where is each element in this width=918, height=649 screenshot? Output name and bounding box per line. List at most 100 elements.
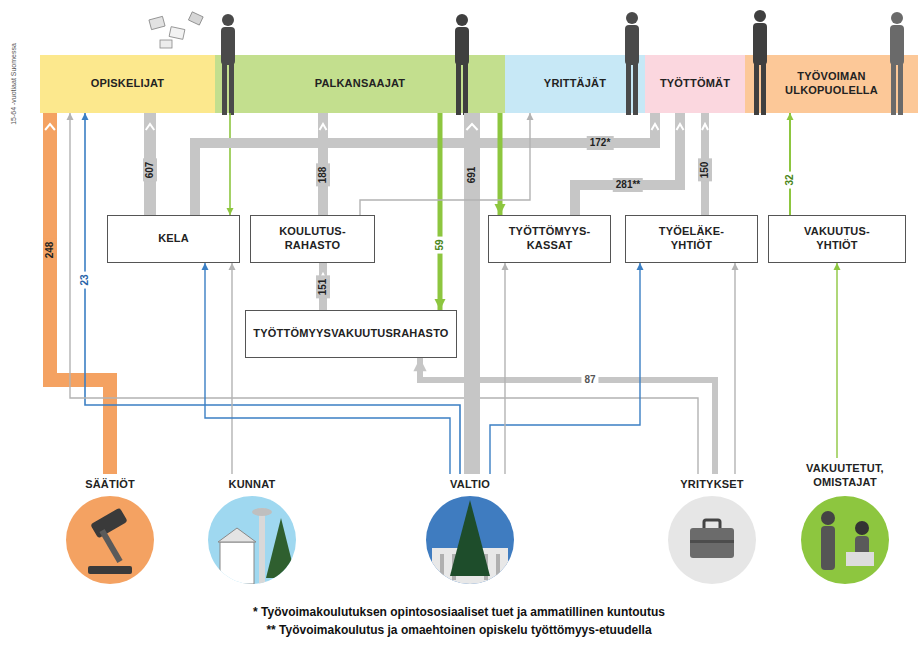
flow-chevron — [652, 124, 659, 130]
flow-value: 59 — [433, 236, 447, 253]
arrow-head — [834, 263, 841, 270]
arrow-head — [637, 263, 644, 270]
flow-line — [85, 113, 460, 474]
figure-leg — [754, 64, 759, 115]
paper — [149, 16, 165, 29]
person-figure — [890, 12, 904, 115]
figure-body — [890, 25, 904, 65]
node-label: YRITYKSET — [680, 478, 744, 492]
flow-chevron — [45, 124, 55, 130]
flow-line — [231, 263, 232, 474]
person-body — [821, 526, 835, 570]
flow-value: 248 — [43, 239, 57, 262]
flow-connector — [834, 263, 841, 458]
payer-node: KUNNAT — [192, 474, 312, 586]
flow-connector — [195, 113, 659, 215]
figure-leg — [463, 64, 468, 115]
flow-connector — [202, 263, 451, 474]
flow-connector — [435, 113, 446, 310]
flow-line — [360, 113, 530, 215]
arrow-head — [527, 113, 534, 120]
icon-circle — [668, 496, 756, 584]
paper — [169, 27, 185, 40]
flow-line — [229, 113, 231, 215]
tree — [450, 500, 490, 576]
figure-leg — [222, 64, 227, 115]
band-fill — [505, 55, 645, 113]
node-label: KELA — [158, 232, 189, 246]
flow-value: 150 — [698, 159, 712, 182]
person-figure — [221, 14, 235, 115]
node-label: TYÖVOIMAN ULKOPUOLELLA — [777, 70, 887, 98]
flow-chevron — [702, 124, 708, 130]
node-label: TYÖELÄKE- YHTIÖT — [647, 225, 737, 253]
paper — [160, 40, 172, 48]
gavel-icon — [88, 508, 132, 574]
flow-value: 87 — [581, 373, 598, 387]
figure-leg — [891, 64, 896, 115]
flow-chevron — [146, 124, 154, 130]
node-label: VALTIO — [450, 478, 490, 492]
flow-line — [504, 263, 505, 474]
person-figure — [753, 10, 767, 115]
flow-line — [734, 263, 735, 474]
footnote: ** Työvoimakoulutus ja omaehtoinen opisk… — [266, 623, 651, 637]
person-figure — [455, 14, 469, 115]
gavel-handle — [99, 529, 122, 563]
node-label: YRITTÄJÄT — [544, 77, 606, 91]
flow-connector — [413, 358, 715, 474]
flow-connector — [732, 263, 739, 474]
node-label: VAKUUTETUT, OMISTAJAT — [795, 462, 895, 490]
node-label: TYÖTTÖMYYSVAKUUTUSRAHASTO — [253, 327, 448, 341]
figure-leg — [633, 64, 638, 115]
arrow-head — [732, 263, 739, 270]
institution-box: TYÖELÄKE- YHTIÖT — [625, 215, 758, 263]
briefcase-strap — [690, 540, 734, 543]
flow-value: 151 — [316, 276, 330, 299]
flow-line — [144, 113, 156, 215]
figure-head — [754, 10, 766, 22]
flow-connector — [229, 263, 236, 474]
population-band: OPISKELIJAT — [40, 55, 215, 113]
figure-leg — [229, 64, 234, 115]
arrow-head — [229, 263, 236, 270]
flow-connector — [82, 113, 461, 474]
flow-line — [438, 113, 443, 310]
flow-line — [789, 113, 791, 215]
tree — [266, 518, 296, 578]
flow-chevron — [466, 124, 477, 130]
arrow-head — [787, 113, 794, 120]
person-figure — [625, 12, 639, 115]
figure-head — [626, 12, 638, 24]
figure-leg — [456, 64, 461, 115]
flow-line — [50, 113, 110, 474]
figure-leg — [898, 64, 903, 115]
figure-head — [891, 12, 903, 24]
arrow-head — [502, 263, 509, 270]
population-band: YRITTÄJÄT — [505, 55, 645, 113]
figure-leg — [626, 64, 631, 115]
arrow-head — [202, 263, 209, 270]
node-label: KUNNAT — [229, 478, 276, 492]
band-fill — [645, 55, 745, 113]
figure-body — [625, 25, 639, 65]
icon-circle — [208, 496, 296, 584]
flow-connector — [45, 113, 110, 474]
briefcase — [690, 528, 734, 558]
flow-value: 188 — [316, 164, 330, 187]
node-label: VAKUUTUS- YHTIÖT — [792, 225, 882, 253]
figure-body — [455, 27, 469, 65]
arrow-head — [495, 204, 506, 215]
node-label: TYÖTTÖMÄT — [660, 77, 730, 91]
city-icon — [218, 508, 296, 584]
people-icon — [821, 511, 874, 570]
flow-line — [836, 263, 837, 458]
arrow-head — [67, 113, 74, 120]
figure-head — [222, 14, 234, 26]
flow-chevron — [320, 124, 327, 130]
node-label: SÄÄTIÖT — [85, 478, 135, 492]
person-head — [821, 511, 835, 525]
column — [440, 554, 444, 580]
payer-node: VAKUUTETUT, OMISTAJAT — [785, 458, 905, 586]
figure-leg — [761, 64, 766, 115]
